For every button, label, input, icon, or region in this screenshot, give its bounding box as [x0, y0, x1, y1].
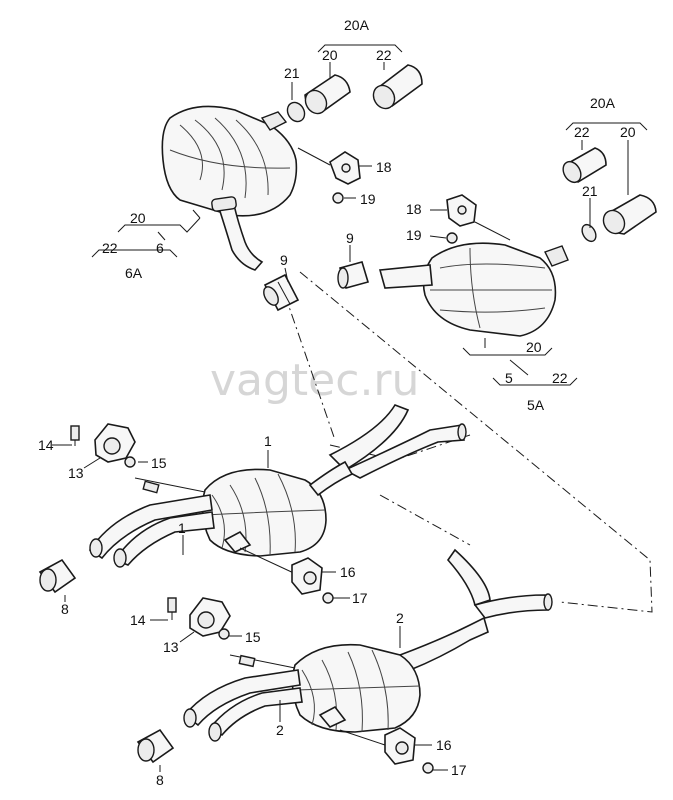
- label-nut-15-upper: 15: [151, 455, 167, 471]
- label-sleeve-9-left: 9: [280, 252, 288, 268]
- label-tip-20-left: 20: [322, 47, 338, 63]
- bracket-13-lower: [167, 597, 231, 640]
- label-bracket-18-left: 18: [376, 159, 392, 175]
- label-mount-16-lower: 16: [436, 737, 452, 753]
- label-group-20a-right: 20A: [590, 95, 616, 111]
- label-group-20a-left: 20A: [344, 17, 370, 33]
- label-tip-22-left: 22: [376, 47, 392, 63]
- label-clamp-21-right: 21: [582, 183, 598, 199]
- label-nut-17-upper: 17: [352, 590, 368, 606]
- label-6a: 6A: [125, 265, 143, 281]
- label-muffler-1: 1: [264, 433, 272, 449]
- label-clamp-8-lower: 8: [156, 772, 164, 788]
- label-tip-22-right: 22: [574, 124, 590, 140]
- pipe-clamp-8-lower: [136, 728, 175, 764]
- label-nut-19-left: 19: [360, 191, 376, 207]
- bracket-18-right: [446, 194, 511, 244]
- label-nut-17-lower: 17: [451, 762, 467, 778]
- label-5: 5: [505, 370, 513, 386]
- label-nut-19-right: 19: [406, 227, 422, 243]
- label-bracket-13-lower: 13: [163, 639, 179, 655]
- label-22-6a: 22: [102, 240, 118, 256]
- label-nut-15-lower: 15: [245, 629, 261, 645]
- label-20-6-left: 20: [130, 210, 146, 226]
- part-labels: 20A 20 22 21 18 19 20 6 22 6A 9 20A 22 2…: [38, 17, 636, 788]
- label-sleeve-9-right: 9: [346, 230, 354, 246]
- bracket-18-left: [297, 147, 361, 204]
- label-bracket-13-upper: 13: [68, 465, 84, 481]
- sleeve-clamp-right: [337, 261, 370, 289]
- bracket-13-upper: [70, 423, 136, 468]
- label-clamp-8-upper: 8: [61, 601, 69, 617]
- label-5a: 5A: [527, 397, 545, 413]
- label-muffler-2: 2: [396, 610, 404, 626]
- center-muffler-lower: [183, 548, 553, 746]
- label-bolt-14-upper: 14: [38, 437, 54, 453]
- watermark: vagtec.ru: [210, 355, 419, 406]
- label-bracket-18-right: 18: [406, 201, 422, 217]
- label-6: 6: [156, 240, 164, 256]
- label-muffler-1-pipe: 1: [178, 520, 186, 536]
- pipe-clamp-8-upper: [38, 558, 77, 594]
- center-muffler-upper: [88, 404, 467, 576]
- rear-left-muffler: [161, 105, 298, 271]
- tail-pipe-tips-right: [562, 147, 657, 243]
- mount-16-lower: [384, 727, 434, 774]
- mount-16-upper: [291, 557, 334, 604]
- label-22-5a: 22: [552, 370, 568, 386]
- sleeve-clamp-left: [263, 273, 300, 312]
- label-muffler-2-pipe: 2: [276, 722, 284, 738]
- label-clamp-21-left: 21: [284, 65, 300, 81]
- label-tip-20-right: 20: [620, 124, 636, 140]
- rear-right-muffler: [378, 242, 569, 337]
- label-mount-16-upper: 16: [340, 564, 356, 580]
- label-bolt-14-lower: 14: [130, 612, 146, 628]
- label-20-5-right: 20: [526, 339, 542, 355]
- leader-lines: [52, 44, 648, 772]
- tail-pipe-tips-left: [286, 64, 423, 123]
